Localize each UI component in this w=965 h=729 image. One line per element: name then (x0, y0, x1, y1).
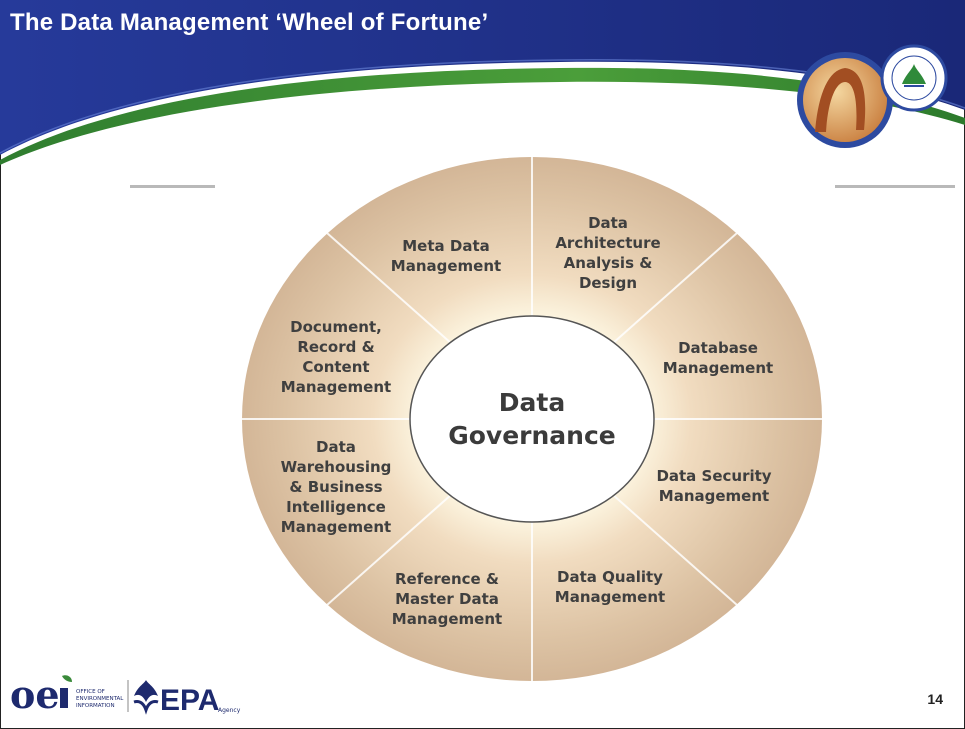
center-circle (409, 315, 655, 523)
svg-text:oe: oe (10, 672, 60, 716)
svg-text:Agency: Agency (218, 707, 241, 714)
footer-logos: oe OFFICE OF ENVIRONMENTAL INFORMATION E… (10, 672, 241, 716)
page-number: 14 (927, 691, 943, 707)
epa-seal-icon (797, 44, 948, 148)
data-management-wheel (242, 157, 822, 681)
epa-logo-icon: EPA Agency (133, 680, 241, 716)
svg-text:INFORMATION: INFORMATION (76, 703, 115, 709)
oei-logo-icon: oe OFFICE OF ENVIRONMENTAL INFORMATION (10, 672, 124, 716)
svg-text:OFFICE OF: OFFICE OF (76, 689, 105, 695)
slide-title: The Data Management ‘Wheel of Fortune’ (10, 9, 489, 36)
svg-text:ENVIRONMENTAL: ENVIRONMENTAL (76, 696, 124, 702)
center-label-data-governance: Data Governance (448, 388, 616, 450)
svg-text:EPA: EPA (160, 684, 219, 716)
left-rule (130, 185, 215, 188)
right-rule (835, 185, 955, 188)
wheel-dividers (242, 157, 822, 681)
